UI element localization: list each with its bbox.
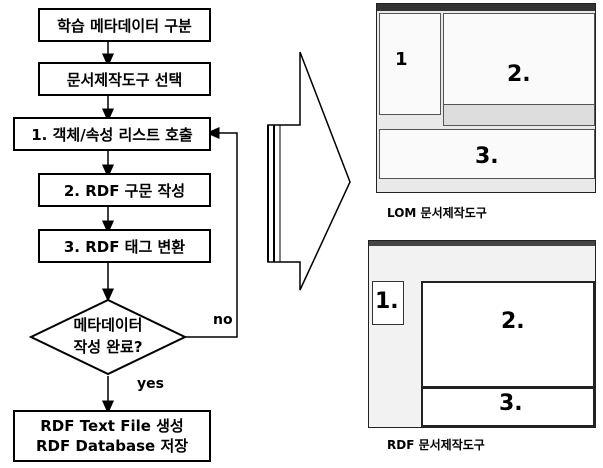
- lom-titlebar: [377, 4, 595, 11]
- lom-attribute-panel: [443, 13, 595, 105]
- step-1-label: 학습 메타데이터 구분: [57, 16, 192, 35]
- step-4-box: 2. RDF 구문 작성: [38, 173, 211, 207]
- rdf-marker-2: 2.: [501, 309, 525, 334]
- rdf-tool-screenshot: 1. 2. 3.: [368, 240, 596, 428]
- rdf-caption: RDF 문서제작도구: [387, 438, 485, 452]
- step-5-box: 3. RDF 태그 변환: [38, 229, 211, 263]
- lom-caption: LOM 문서제작도구: [387, 206, 487, 220]
- lom-tree-panel: [379, 13, 441, 115]
- decision-line-1: 메타데이터: [73, 316, 143, 334]
- decision-label: 메타데이터 작성 완료?: [48, 314, 168, 358]
- no-label: no: [213, 312, 233, 328]
- lom-tool-screenshot: 1 2. 3.: [376, 3, 596, 193]
- step-4-label: 2. RDF 구문 작성: [63, 181, 186, 200]
- final-line-1: RDF Text File 생성: [40, 417, 184, 435]
- no-loop-arrow: [185, 127, 238, 338]
- lom-marker-3: 3.: [475, 144, 499, 169]
- step-3-box: 1. 객체/속성 리스트 호출: [13, 117, 211, 151]
- rdf-class-list-panel: [372, 281, 404, 325]
- lom-table-panel: [443, 104, 595, 126]
- final-box: RDF Text File 생성 RDF Database 저장: [13, 410, 211, 462]
- final-line-2: RDF Database 저장: [35, 437, 189, 455]
- rdf-marker-1: 1.: [375, 289, 399, 314]
- step-3-label: 1. 객체/속성 리스트 호출: [31, 125, 193, 144]
- lom-rdf-output-panel: [379, 129, 595, 179]
- lom-marker-2: 2.: [507, 62, 531, 87]
- rdf-graph-panel: [421, 281, 595, 388]
- rdf-titlebar: [369, 241, 595, 246]
- step-2-label: 문서제작도구 선택: [66, 70, 183, 89]
- decision-diamond: [28, 298, 188, 376]
- rdf-output-panel: [421, 387, 595, 427]
- step-5-label: 3. RDF 태그 변환: [63, 237, 186, 256]
- step-2-box: 문서제작도구 선택: [38, 62, 211, 96]
- yes-label: yes: [137, 376, 164, 392]
- lom-marker-1: 1: [395, 49, 408, 70]
- step-1-box: 학습 메타데이터 구분: [38, 8, 211, 42]
- rdf-marker-3: 3.: [499, 391, 523, 416]
- decision-line-2: 작성 완료?: [73, 338, 143, 356]
